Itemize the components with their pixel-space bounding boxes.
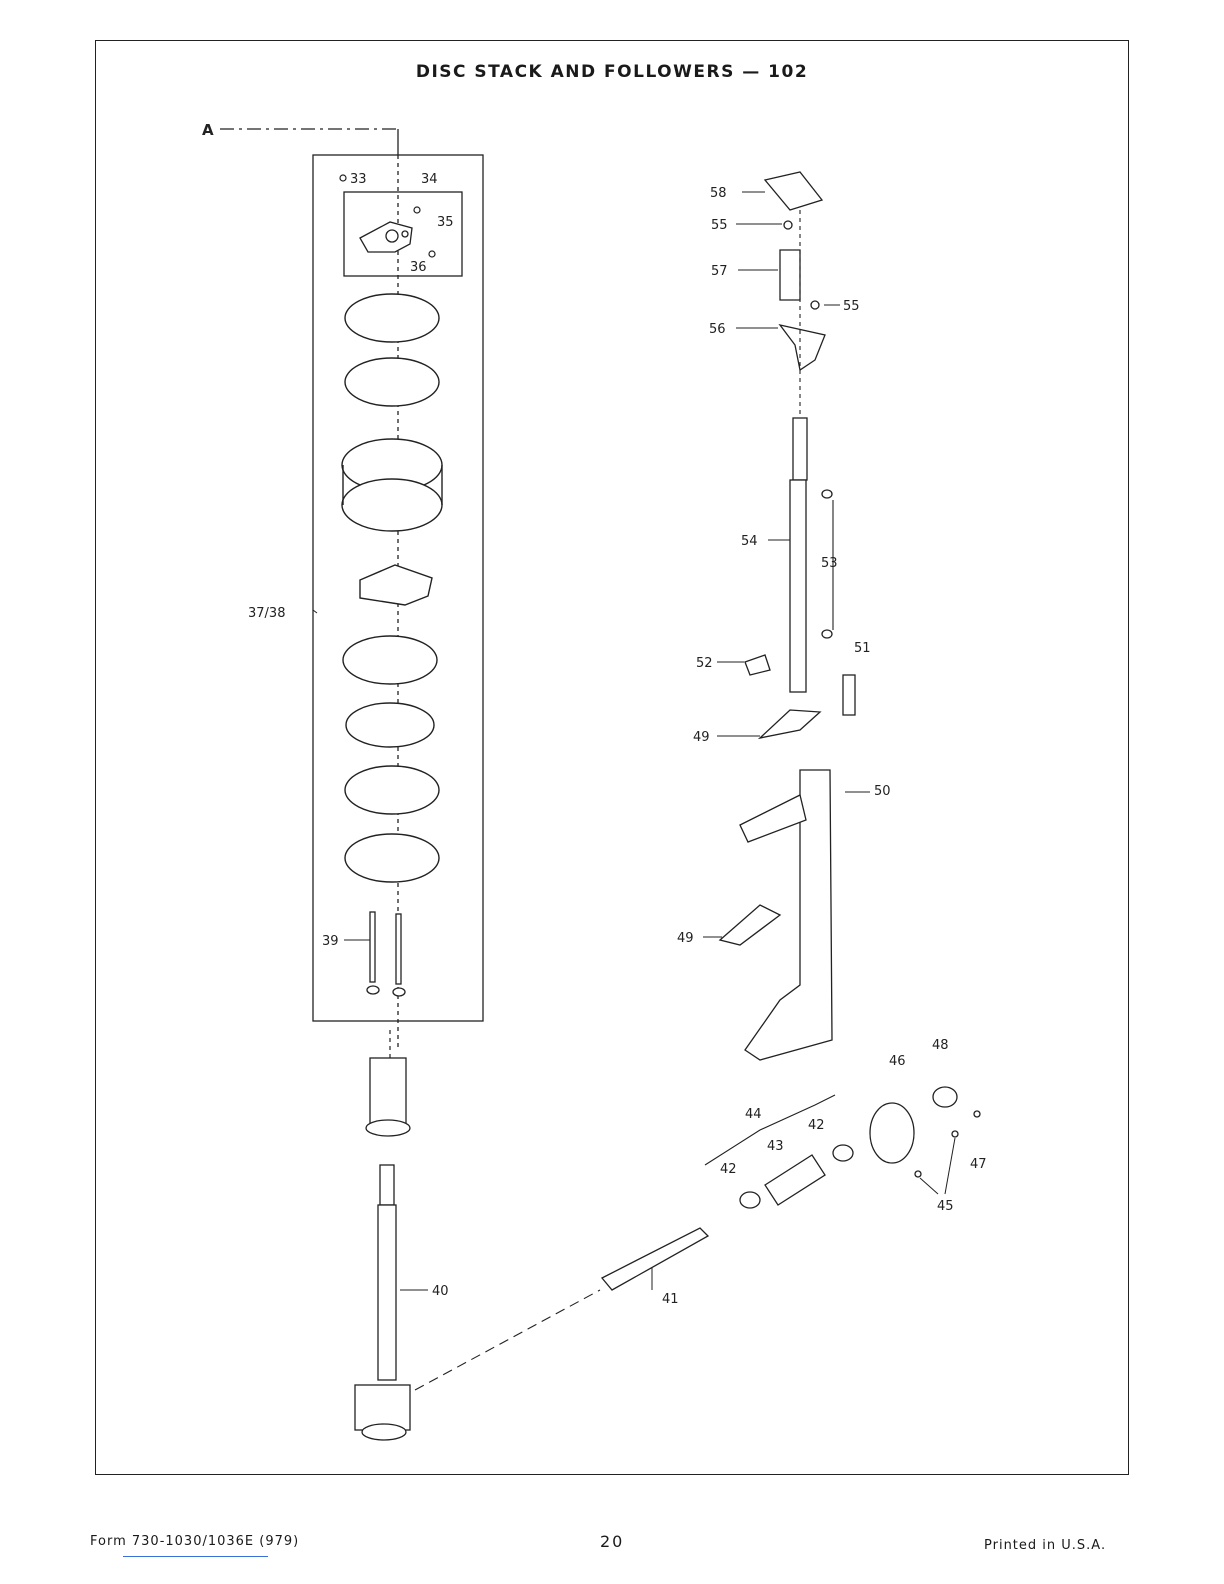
callout-51: 51 bbox=[854, 641, 871, 656]
page-number: 20 bbox=[600, 1532, 624, 1551]
callout-48: 48 bbox=[932, 1038, 949, 1053]
part-43-bushing bbox=[765, 1155, 825, 1205]
part-41-worm bbox=[602, 1228, 708, 1290]
printed-notice: Printed in U.S.A. bbox=[984, 1538, 1106, 1553]
callout-42-a: 42 bbox=[720, 1162, 737, 1177]
part-33-screw bbox=[340, 175, 346, 181]
part-39-screws bbox=[367, 912, 405, 996]
worm-mesh-line bbox=[415, 1290, 600, 1390]
part-53-spring-b bbox=[822, 630, 832, 638]
callout-43: 43 bbox=[767, 1139, 784, 1154]
part-51-pin bbox=[843, 675, 855, 715]
part-52-clip bbox=[745, 655, 770, 675]
callout-a: A bbox=[202, 121, 214, 139]
callout-52: 52 bbox=[696, 656, 713, 671]
callout-55-a: 55 bbox=[711, 218, 728, 233]
part-57-bracket bbox=[780, 250, 800, 300]
callout-44: 44 bbox=[745, 1107, 762, 1122]
callout-40: 40 bbox=[432, 1284, 449, 1299]
callout-49-b: 49 bbox=[677, 931, 694, 946]
callout-49-a: 49 bbox=[693, 730, 710, 745]
part-48-collar bbox=[933, 1087, 957, 1107]
part-42-washer-a bbox=[740, 1192, 760, 1208]
cam-disc-2 bbox=[345, 358, 439, 406]
part-40-shaft bbox=[355, 1058, 410, 1440]
form-number: Form 730-1030/1036E (979) bbox=[90, 1534, 299, 1549]
callout-45: 45 bbox=[937, 1199, 954, 1214]
cam-stack-bottom bbox=[342, 479, 442, 531]
part-45-screw-b bbox=[915, 1171, 921, 1177]
callout-56: 56 bbox=[709, 322, 726, 337]
callout-50: 50 bbox=[874, 784, 891, 799]
callout-34: 34 bbox=[421, 172, 438, 187]
callout-36: 36 bbox=[410, 260, 427, 275]
callout-54: 54 bbox=[741, 534, 758, 549]
callout-58: 58 bbox=[710, 186, 727, 201]
part-56-lever bbox=[780, 325, 825, 370]
callout-53: 53 bbox=[821, 556, 838, 571]
drive-assembly bbox=[602, 1087, 980, 1290]
link-underline bbox=[123, 1556, 268, 1557]
part-35-screw bbox=[414, 207, 420, 213]
cam-disc-5 bbox=[345, 766, 439, 814]
callout-47: 47 bbox=[970, 1157, 987, 1172]
cam-disc-4 bbox=[346, 703, 434, 747]
part-34-cam bbox=[360, 222, 412, 252]
callout-57: 57 bbox=[711, 264, 728, 279]
part-45-screw-a bbox=[952, 1131, 958, 1137]
part-55-screw-a bbox=[784, 221, 792, 229]
cam-disc-3 bbox=[343, 636, 437, 684]
part-54-upper bbox=[793, 418, 807, 480]
callout-46: 46 bbox=[889, 1054, 906, 1069]
callout-35: 35 bbox=[437, 215, 454, 230]
callout-41: 41 bbox=[662, 1292, 679, 1307]
part-47-screw bbox=[974, 1111, 980, 1117]
part-42-washer-b bbox=[833, 1145, 853, 1161]
callout-39: 39 bbox=[322, 934, 339, 949]
callout-55-b: 55 bbox=[843, 299, 860, 314]
part-55-screw-b bbox=[811, 301, 819, 309]
cam-plate-1 bbox=[360, 565, 432, 605]
callout-42-b: 42 bbox=[808, 1118, 825, 1133]
part-36-screw bbox=[429, 251, 435, 257]
callout-37-38: 37/38 bbox=[248, 606, 285, 621]
callout-33: 33 bbox=[350, 172, 367, 187]
part-46-gear bbox=[870, 1103, 914, 1163]
part-53-spring-a bbox=[822, 490, 832, 498]
cam-disc-6 bbox=[345, 834, 439, 882]
cam-disc-1 bbox=[345, 294, 439, 342]
disc-stack-cams bbox=[342, 294, 442, 882]
part-54-shaft bbox=[790, 480, 806, 692]
part-49-follower-b bbox=[720, 905, 780, 945]
part-49-follower-a bbox=[760, 710, 820, 738]
part-58-sector bbox=[765, 172, 822, 210]
